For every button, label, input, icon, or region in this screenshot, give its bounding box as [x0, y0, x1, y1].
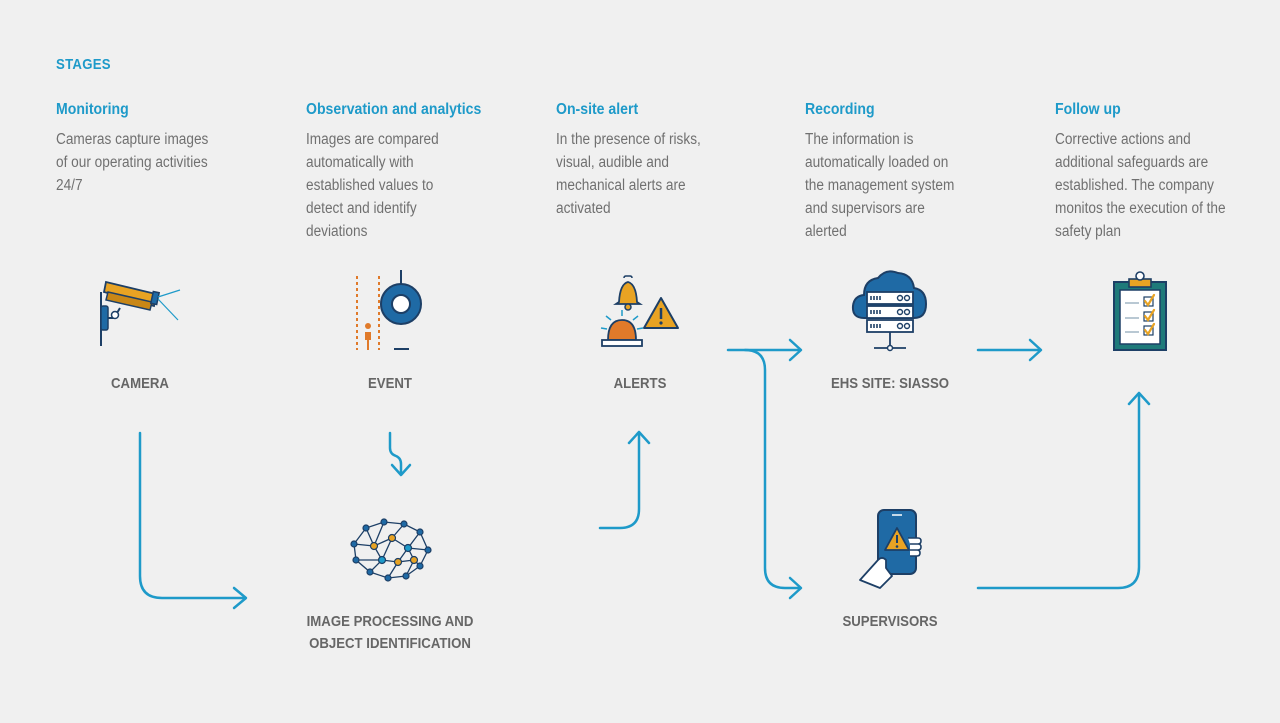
stage-description: Corrective actions and additional safegu… [1055, 131, 1226, 240]
node-camera-label: CAMERA [111, 375, 169, 392]
security-camera-icon [100, 280, 181, 346]
alarm-icon [600, 275, 679, 347]
stage-monitoring: Monitoring Cameras capture images of our… [56, 56, 246, 197]
stage-title: Monitoring [56, 101, 129, 118]
stage-description: Images are compared automatically with e… [306, 131, 439, 240]
stage-title: On-site alert [556, 101, 639, 118]
stages-heading: STAGES [56, 56, 111, 73]
node-ehs-site-label: EHS SITE: SIASSO [830, 375, 950, 392]
arrow-processing-to-alerts [598, 431, 641, 530]
node-image-processing-line1: IMAGE PROCESSING AND [306, 613, 474, 630]
stage-description: In the presence of risks, visual, audibl… [556, 131, 701, 217]
arrow-camera-to-processing [138, 431, 247, 600]
stage-recording: Recording The information is automatical… [805, 56, 995, 243]
stage-follow-up: Follow up Corrective actions and additio… [1055, 56, 1245, 243]
node-image-processing-label: IMAGE PROCESSING AND OBJECT IDENTIFICATI… [293, 611, 487, 655]
stage-title: Recording [805, 101, 875, 118]
arrow-event-to-processing [388, 431, 403, 476]
stage-on-site-alert: On-site alert In the presence of risks, … [556, 56, 746, 220]
stage-title: Observation and analytics [306, 101, 482, 118]
node-event-label: EVENT [367, 375, 412, 392]
event-detection-icon [356, 270, 422, 350]
clipboard-checklist-icon [1113, 271, 1167, 351]
smartphone-alert-icon [859, 509, 922, 589]
cloud-server-icon [851, 270, 928, 352]
stage-description: Cameras capture images of our operating … [56, 131, 209, 194]
arrow-alerts-to-supervisors [743, 348, 802, 590]
neural-network-icon [350, 518, 432, 582]
node-supervisors-label: SUPERVISORS [842, 613, 938, 630]
arrow-supervisors-to-followup [976, 392, 1141, 590]
node-image-processing-line2: OBJECT IDENTIFICATION [309, 635, 471, 652]
stage-observation: Observation and analytics Images are com… [306, 56, 496, 243]
node-alerts-label: ALERTS [613, 375, 667, 392]
stage-title: Follow up [1055, 101, 1121, 118]
stage-description: The information is automatically loaded … [805, 131, 955, 240]
